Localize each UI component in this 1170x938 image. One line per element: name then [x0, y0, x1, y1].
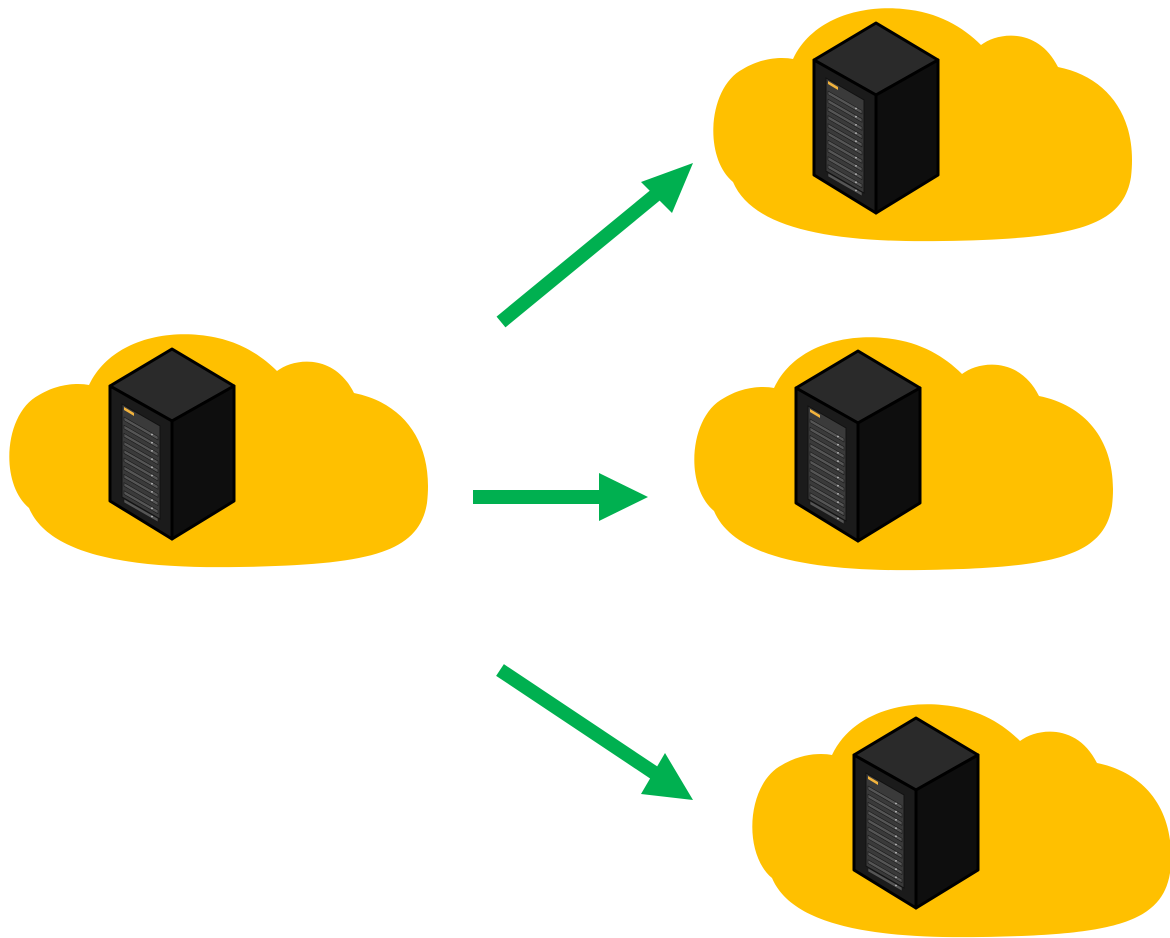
arrow-to-middle	[473, 473, 648, 521]
arrow-to-top	[496, 163, 693, 328]
server-rack-icon	[108, 347, 236, 541]
server-rack-icon	[852, 716, 980, 910]
server-rack-icon	[812, 21, 940, 215]
arrow-to-bottom	[496, 664, 693, 800]
server-rack-icon	[794, 349, 922, 543]
arrows-layer	[473, 163, 693, 800]
